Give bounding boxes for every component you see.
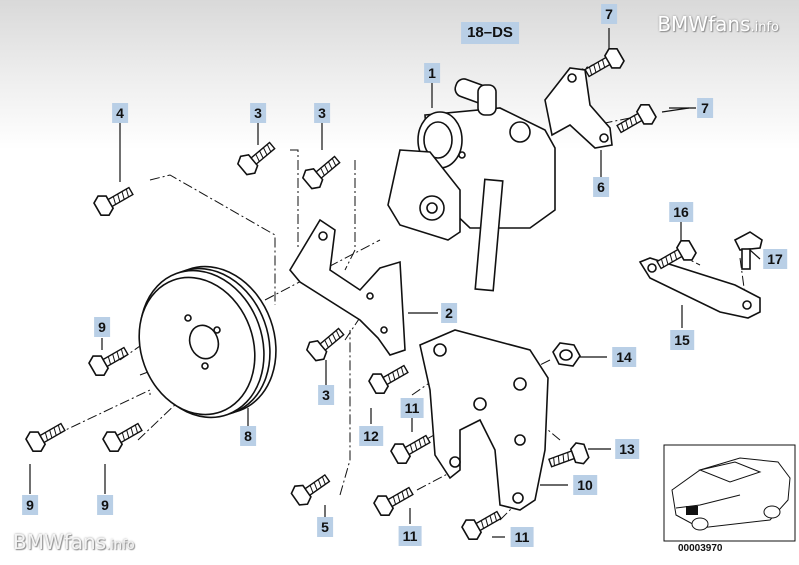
callout-11[interactable]: 11 [510,527,534,547]
callout-9[interactable]: 9 [97,495,113,515]
vehicle-location-inset [663,444,796,542]
callout-12[interactable]: 12 [359,426,383,446]
callout-10[interactable]: 10 [573,475,597,495]
mounting-bracket-6 [544,67,613,149]
watermark-top: BMWfans.info [657,12,779,36]
callout-15[interactable]: 15 [670,330,694,350]
callout-9[interactable]: 9 [22,495,38,515]
callout-8[interactable]: 8 [240,426,256,446]
engine-bracket-10 [419,329,549,511]
callout-2[interactable]: 2 [441,303,457,323]
callout-11[interactable]: 11 [400,398,424,418]
power-steering-pump [387,78,556,292]
support-bracket-2 [289,218,406,356]
pulley [138,265,277,419]
callout-17[interactable]: 17 [763,249,787,269]
callout-3[interactable]: 3 [250,103,266,123]
callout-3[interactable]: 3 [318,385,334,405]
inset-image-code: 00003970 [678,543,723,554]
callout-7[interactable]: 7 [697,98,713,118]
callout-11[interactable]: 11 [398,526,422,546]
callout-5[interactable]: 5 [317,517,333,537]
leader-lines [29,28,761,538]
bracket-15 [638,257,761,319]
bolts [23,44,763,544]
callout-1[interactable]: 1 [424,63,440,83]
callout-6[interactable]: 6 [593,177,609,197]
callout-3[interactable]: 3 [314,103,330,123]
callout-9[interactable]: 9 [94,317,110,337]
diagram-code: 18–DS [461,22,519,44]
callout-14[interactable]: 14 [612,347,636,367]
callout-13[interactable]: 13 [615,439,639,459]
nut-14 [552,342,581,367]
callout-4[interactable]: 4 [112,103,128,123]
watermark-bottom: BMWfans.info [13,530,135,554]
callout-16[interactable]: 16 [669,202,693,222]
callout-7[interactable]: 7 [601,4,617,24]
